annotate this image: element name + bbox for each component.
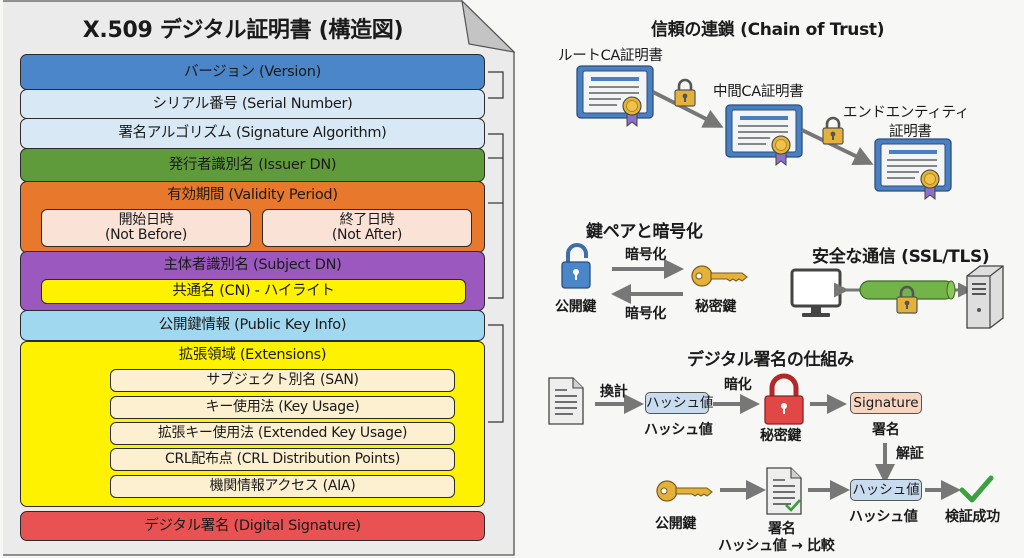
digital-signature-flow-title: デジタル署名の仕組み: [687, 350, 854, 370]
extension-item: サブジェクト別名 (SAN): [110, 369, 455, 392]
hash-value-box: ハッシュ値: [645, 392, 714, 414]
field-issuer-dn: 発行者識別名 (Issuer DN): [20, 148, 485, 182]
subfield-not-after: 終了日時 (Not After): [262, 209, 472, 247]
extension-item: キー使用法 (Key Usage): [110, 396, 455, 419]
not-after-jp: 終了日時: [339, 212, 395, 228]
root-ca-label: ルートCA証明書: [558, 48, 663, 64]
hash-value-box-2: ハッシュ値: [850, 479, 922, 501]
field-extensions-label: 拡張領域 (Extensions): [178, 347, 327, 363]
private-key-caption: 秘密鍵: [760, 428, 802, 444]
signed-doc-caption-line2: ハッシュ値 → 比較: [718, 538, 835, 554]
field-serial-number: シリアル番号 (Serial Number): [20, 89, 485, 119]
encrypt-step-label: 暗化: [724, 377, 752, 393]
public-key-label: 公開鍵: [555, 299, 597, 315]
public-key-caption: 公開鍵: [655, 516, 697, 532]
field-validity-label: 有効期間 (Validity Period): [167, 187, 338, 203]
intermediate-ca-label: 中間CA証明書: [713, 84, 804, 100]
secure-tunnel: [834, 280, 973, 300]
private-key-icon: [691, 265, 748, 287]
key-pair-title: 鍵ペアと暗号化: [586, 222, 703, 242]
page-fold-corner: [461, 0, 515, 53]
root-ca-certificate-icon: [576, 65, 654, 127]
chain-of-trust-title: 信頼の連鎖 (Chain of Trust): [651, 20, 885, 40]
verification-result: 検証成功: [945, 509, 1000, 525]
field-extensions: 拡張領域 (Extensions) サブジェクト別名 (SAN) キー使用法 (…: [20, 341, 485, 507]
extension-item: CRL配布点 (CRL Distribution Points): [110, 448, 455, 471]
certificate-document: X.509 デジタル証明書 (構造図) バージョン (Version) シリアル…: [3, 0, 515, 556]
field-serial-label: シリアル番号 (Serial Number): [152, 96, 353, 112]
not-after-en: (Not After): [331, 227, 403, 243]
field-subject-label: 主体者識別名 (Subject DN): [163, 257, 342, 273]
document-title: X.509 デジタル証明書 (構造図): [82, 18, 404, 43]
subfield-common-name: 共通名 (CN) - ハイライト: [41, 279, 466, 304]
field-validity-period: 有効期間 (Validity Period) 開始日時 (Not Before)…: [20, 181, 485, 253]
field-signature-label: デジタル署名 (Digital Signature): [144, 518, 361, 534]
signature-box: Signature: [850, 392, 922, 414]
encrypt-label-top: 暗号化: [625, 247, 667, 263]
field-public-key-info: 公開鍵情報 (Public Key Info): [20, 310, 485, 341]
hash-value-caption: ハッシュ値: [644, 422, 713, 438]
server-icon: [966, 265, 1004, 329]
document-icon: [548, 377, 584, 425]
hash-step-label: 換計: [600, 384, 628, 400]
subfield-not-before: 開始日時 (Not Before): [41, 209, 251, 247]
field-subject-dn: 主体者識別名 (Subject DN) 共通名 (CN) - ハイライト: [20, 251, 485, 311]
extension-item: 機関情報アクセス (AIA): [110, 475, 455, 498]
field-bracket-lines: [488, 71, 504, 423]
end-entity-certificate-icon: [874, 138, 952, 200]
field-digital-signature: デジタル署名 (Digital Signature): [20, 511, 485, 541]
field-sigalg-label: 署名アルゴリズム (Signature Algorithm): [118, 125, 387, 141]
signed-document-icon: [766, 467, 802, 515]
end-entity-label-line2: 証明書: [889, 124, 932, 140]
hash-value-caption-2: ハッシュ値: [849, 509, 918, 525]
not-before-en: (Not Before): [104, 227, 188, 243]
end-entity-label-line1: エンドエンティティ: [843, 105, 970, 121]
public-key-icon: [656, 480, 713, 502]
open-padlock-icon: [561, 243, 591, 289]
chain-arrow-2: [801, 128, 874, 166]
field-signature-algorithm: 署名アルゴリズム (Signature Algorithm): [20, 118, 485, 149]
red-padlock-icon: [764, 373, 804, 425]
monitor-icon: [790, 268, 842, 317]
field-pubkey-label: 公開鍵情報 (Public Key Info): [158, 317, 347, 333]
encrypt-label-bottom: 暗号化: [625, 306, 667, 322]
secure-comm-title: 安全な通信 (SSL/TLS): [812, 247, 990, 267]
checkmark-icon: [959, 475, 994, 503]
field-version-label: バージョン (Version): [184, 64, 321, 80]
signature-caption: 署名: [872, 422, 900, 438]
padlock-icon: [821, 116, 845, 146]
verify-step-label: 解証: [896, 446, 924, 462]
signed-doc-caption-line1: 署名: [768, 521, 796, 537]
chain-arrow-1: [652, 90, 724, 128]
field-issuer-label: 発行者識別名 (Issuer DN): [168, 157, 337, 173]
not-before-jp: 開始日時: [118, 212, 174, 228]
private-key-label: 秘密鍵: [695, 299, 737, 315]
extension-item: 拡張キー使用法 (Extended Key Usage): [110, 422, 455, 445]
intermediate-ca-certificate-icon: [725, 104, 803, 166]
padlock-icon: [673, 78, 697, 108]
